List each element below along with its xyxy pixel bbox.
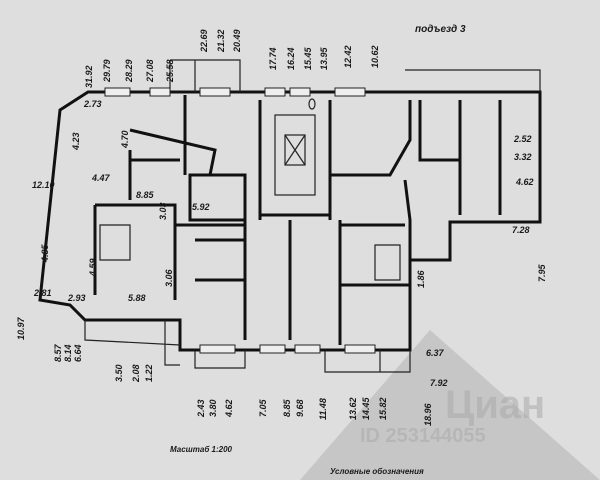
dim-label: 18.96 [423, 402, 433, 426]
interior-dimensions: 2.73 4.23 4.70 4.47 8.85 3.03 5.92 4.85 … [33, 99, 426, 303]
walls [38, 59, 542, 373]
dim-label: 1.86 [416, 269, 426, 288]
dim-label: 4.70 [120, 130, 130, 149]
dim-label: 25.58 [165, 59, 175, 83]
dim-label: 7.28 [512, 225, 530, 235]
dim-label: 4.85 [40, 243, 50, 263]
dim-label: 10.62 [370, 45, 380, 68]
dim-label: 9.68 [295, 399, 305, 417]
dim-label: 3.03 [158, 202, 168, 220]
dim-label: 3.80 [208, 399, 218, 417]
top-dimensions: 31.92 29.79 28.29 27.08 25.58 22.69 21.3… [84, 29, 380, 88]
dim-label: 3.06 [164, 268, 174, 287]
dim-label: 2.81 [33, 288, 52, 298]
dim-label: 4.59 [88, 258, 98, 277]
scale-label: Масштаб 1:200 [170, 445, 233, 454]
dim-label: 6.64 [73, 344, 83, 362]
dim-label: 1.22 [144, 364, 154, 382]
dim-label: 3.32 [514, 152, 532, 162]
dim-label: 2.93 [67, 293, 86, 303]
dim-label: 28.29 [124, 59, 134, 83]
dim-label: 4.62 [515, 177, 534, 187]
dim-label: 27.08 [145, 59, 155, 83]
dim-label: 2.43 [196, 399, 206, 418]
dim-label: 5.92 [192, 202, 210, 212]
dim-label: 4.62 [224, 399, 234, 418]
dim-label: 12.10 [32, 180, 55, 190]
dim-label: 7.05 [258, 398, 268, 417]
dim-label: 15.82 [378, 397, 388, 420]
legend-label: Условные обозначения [330, 467, 424, 476]
dim-label: 20.49 [232, 29, 242, 53]
dim-label: 13.62 [348, 397, 358, 420]
dim-label: 8.85 [136, 190, 155, 200]
dim-label: 2.52 [513, 134, 532, 144]
dim-label: 13.95 [319, 46, 329, 70]
dim-label: 15.45 [303, 46, 313, 70]
dim-label: 17.74 [268, 47, 278, 70]
bottom-dimensions: 2.43 3.80 4.62 7.05 8.85 9.68 11.48 13.6… [196, 396, 433, 426]
dim-label: 12.42 [343, 45, 353, 68]
dim-label: 16.24 [286, 47, 296, 70]
dim-label: 11.48 [318, 398, 328, 420]
dim-label: 3.50 [114, 364, 124, 382]
dim-label: 4.47 [91, 173, 111, 183]
dim-label: 8.14 [63, 344, 73, 362]
dim-label: 8.57 [53, 343, 63, 362]
dim-label: 10.97 [16, 316, 26, 340]
windows [104, 87, 376, 354]
dim-label: 22.69 [199, 29, 209, 53]
dim-label: 29.79 [102, 59, 112, 83]
dim-label: 7.92 [430, 378, 448, 388]
dim-label: 5.88 [128, 293, 146, 303]
dim-label: 21.32 [216, 29, 226, 53]
dim-label: 4.23 [71, 132, 81, 151]
dim-label: 14.45 [361, 396, 371, 420]
dim-label: 2.73 [83, 99, 102, 109]
dim-label: 31.92 [84, 65, 94, 88]
left-dimensions: 12.10 10.97 8.57 8.14 6.64 3.50 2.08 1.2… [16, 180, 154, 383]
right-dimensions: 2.52 3.32 4.62 7.28 7.95 6.37 7.92 [426, 134, 547, 388]
dim-label: 7.95 [537, 263, 547, 282]
dim-label: 6.37 [426, 348, 445, 358]
watermark-id: ID 253144055 [360, 425, 486, 447]
entrance-label: подъезд 3 [415, 24, 466, 35]
watermark-shape [300, 330, 600, 480]
dim-label: 2.08 [131, 364, 141, 383]
watermark-brand: Циан [445, 383, 545, 427]
dim-label: 8.85 [282, 398, 292, 417]
